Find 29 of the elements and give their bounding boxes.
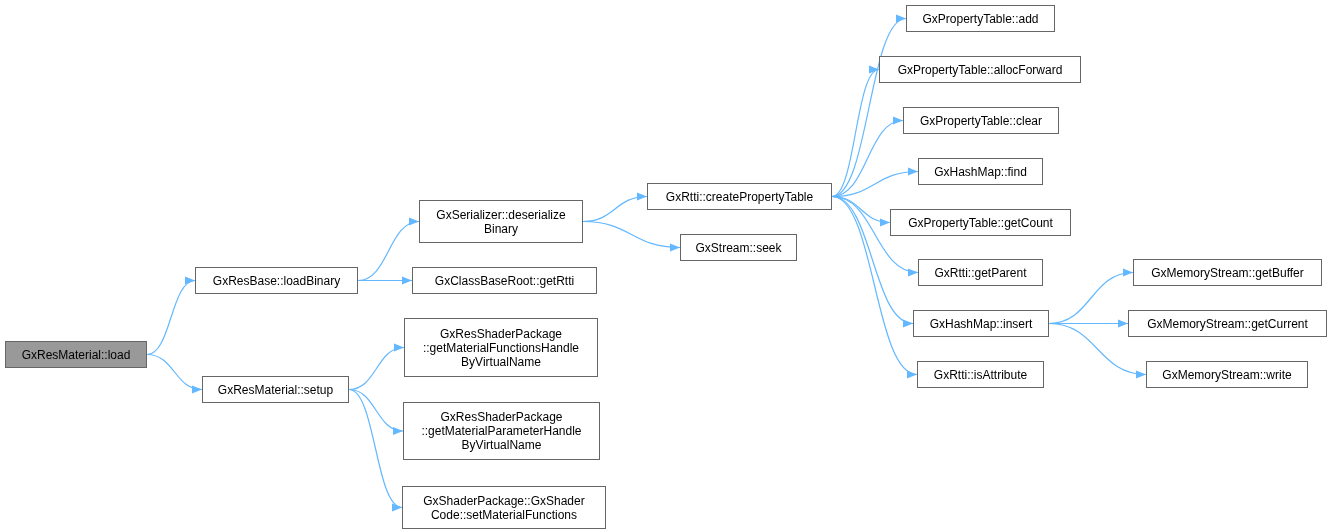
function-box: GxMemoryStream::write [1146, 361, 1308, 388]
function-box: GxResBase::loadBinary [195, 267, 358, 294]
function-box: GxMemoryStream::getCurrent [1128, 310, 1327, 337]
call-arrow [348, 388, 403, 509]
function-box: GxRtti::isAttribute [917, 361, 1044, 388]
function-box: GxRtti::getParent [918, 259, 1043, 286]
call-arrow [146, 279, 196, 356]
function-box: GxPropertyTable::clear [903, 107, 1059, 134]
function-box: GxStream::seek [680, 234, 797, 261]
function-box: GxPropertyTable::getCount [890, 209, 1071, 236]
function-box: GxResMaterial::setup [202, 376, 349, 403]
function-box: GxMemoryStream::getBuffer [1133, 259, 1322, 286]
function-box: GxClassBaseRoot::getRtti [412, 267, 597, 294]
call-arrow [831, 195, 918, 376]
call-arrow [1048, 322, 1147, 378]
function-box: GxResMaterial::load [5, 341, 147, 368]
function-box: GxResShaderPackage ::getMaterialParameterHandle ByVirtualName [403, 402, 600, 460]
function-box: GxRtti::createPropertyTable [647, 183, 832, 210]
function-box: GxResShaderPackage ::getMaterialFunctionsHandle ByVirtualName [404, 318, 598, 377]
function-box: GxShaderPackage::GxShader Code::setMaterialFunctions [402, 486, 606, 529]
function-box: GxPropertyTable::allocForward [879, 56, 1081, 83]
function-box: GxHashMap::insert [913, 310, 1049, 337]
call-arrow [831, 68, 880, 198]
call-arrow [357, 276, 413, 285]
function-box: GxHashMap::find [918, 158, 1043, 185]
call-arrow [582, 220, 681, 252]
call-arrow [146, 353, 203, 393]
function-box: GxSerializer::deserialize Binary [419, 200, 583, 243]
function-box: GxPropertyTable::add [906, 5, 1055, 32]
